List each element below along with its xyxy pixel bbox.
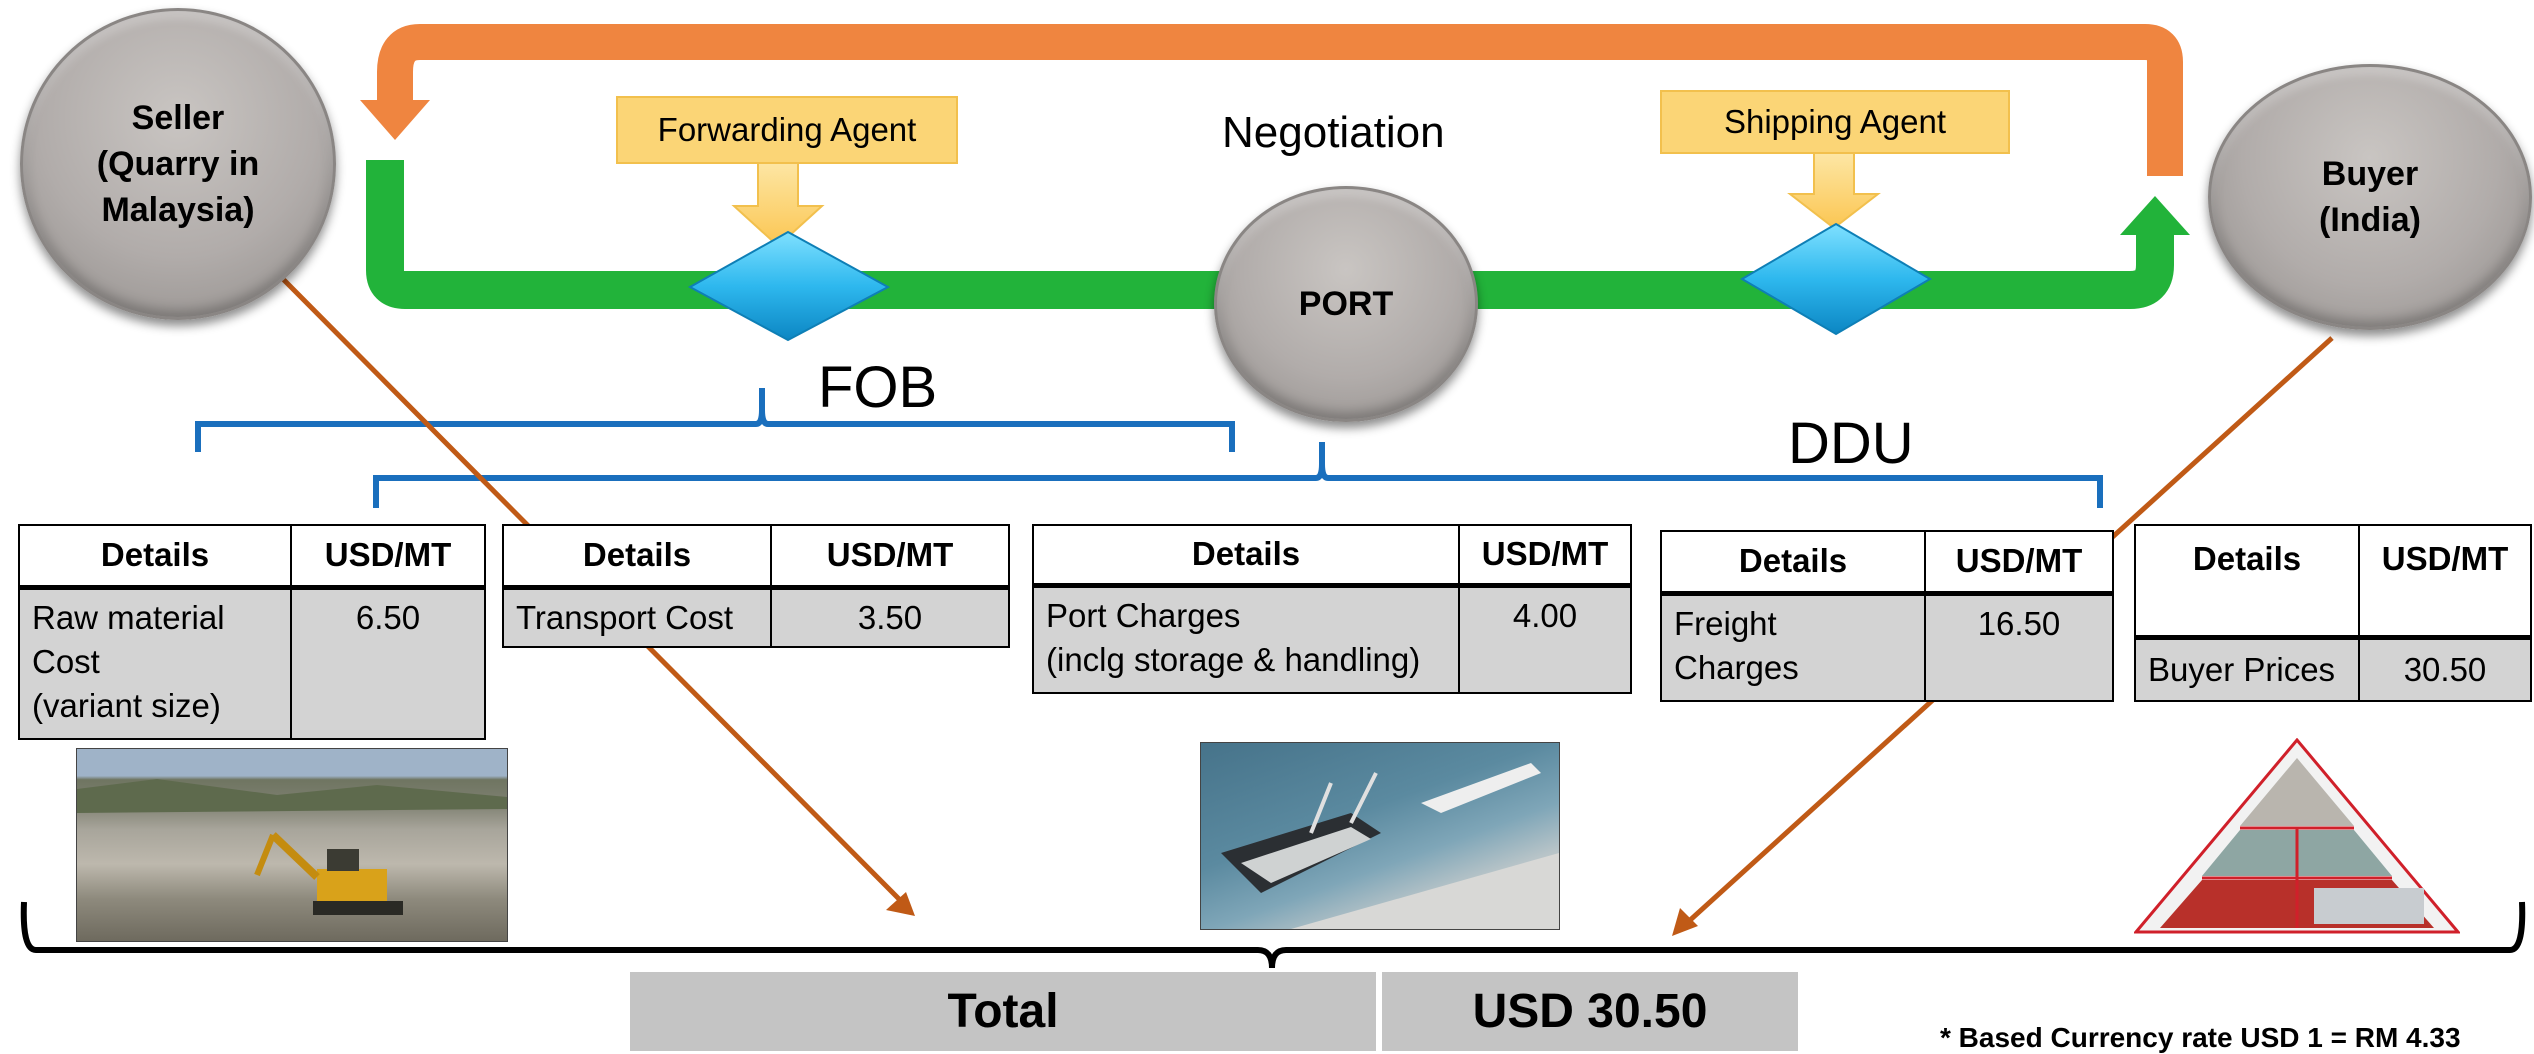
negotiation-arrowhead (360, 100, 430, 140)
buyer-node: Buyer (India) (2208, 64, 2532, 330)
raw-material-table: Details USD/MT Raw material Cost (varian… (18, 524, 486, 740)
usd-mt-header: USD/MT (1458, 524, 1632, 588)
value-cell: 4.00 (1458, 584, 1632, 694)
details-header: Details (18, 524, 292, 590)
ship-icon (1221, 763, 1559, 929)
port-photo (1200, 742, 1560, 930)
port-node: PORT (1214, 186, 1478, 422)
value-cell: 30.50 (2358, 636, 2532, 702)
detail-cell: Buyer Prices (2134, 636, 2360, 702)
value-cell: 3.50 (770, 586, 1010, 648)
detail-cell: Port Charges (inclg storage & handling) (1032, 584, 1460, 694)
negotiation-label: Negotiation (1222, 108, 1445, 157)
details-header: Details (1660, 530, 1926, 596)
ddu-bracket (373, 442, 2103, 508)
freight-table: Details USD/MT Freight Charges 16.50 (1660, 530, 2114, 702)
forwarding-agent-label: Forwarding Agent (616, 96, 958, 164)
usd-mt-header: USD/MT (1924, 530, 2114, 596)
details-header: Details (502, 524, 772, 590)
total-bracket (20, 901, 2526, 969)
shipping-agent-arrow (1787, 151, 1881, 230)
shipping-diamond (1740, 222, 1932, 336)
total-value: USD 30.50 (1382, 972, 1798, 1051)
detail-cell: Freight Charges (1660, 592, 1926, 702)
buyer-to-total-arrowhead (1672, 908, 1698, 936)
value-cell: 6.50 (290, 586, 486, 740)
transport-table: Details USD/MT Transport Cost 3.50 (502, 524, 1010, 648)
port-charges-table: Details USD/MT Port Charges (inclg stora… (1032, 524, 1632, 694)
usd-mt-header: USD/MT (290, 524, 486, 590)
seller-to-total-arrowhead (886, 892, 915, 916)
ddu-label: DDU (1788, 411, 1914, 476)
value-cell: 16.50 (1924, 592, 2114, 702)
detail-cell: Transport Cost (502, 586, 772, 648)
shipping-agent-label: Shipping Agent (1660, 90, 2010, 154)
goods-flow-arrowhead (2120, 196, 2190, 235)
details-header: Details (2134, 524, 2360, 640)
steel-products-pyramid-image (2132, 737, 2462, 934)
quarry-photo (76, 748, 508, 942)
detail-cell: Raw material Cost (variant size) (18, 586, 292, 740)
details-header: Details (1032, 524, 1460, 588)
buyer-prices-table: Details USD/MT Buyer Prices 30.50 (2134, 524, 2532, 702)
seller-node: Seller (Quarry in Malaysia) (20, 8, 336, 320)
currency-note: * Based Currency rate USD 1 = RM 4.33 (1940, 1022, 2461, 1053)
usd-mt-header: USD/MT (2358, 524, 2532, 640)
fob-label: FOB (818, 355, 938, 420)
total-label: Total (630, 972, 1376, 1051)
forwarding-diamond (687, 230, 891, 342)
forwarding-agent-arrow (731, 159, 825, 248)
excavator-icon (77, 779, 507, 915)
negotiation-loop-arrow (377, 24, 2183, 176)
fob-bracket (195, 388, 1235, 452)
usd-mt-header: USD/MT (770, 524, 1010, 590)
